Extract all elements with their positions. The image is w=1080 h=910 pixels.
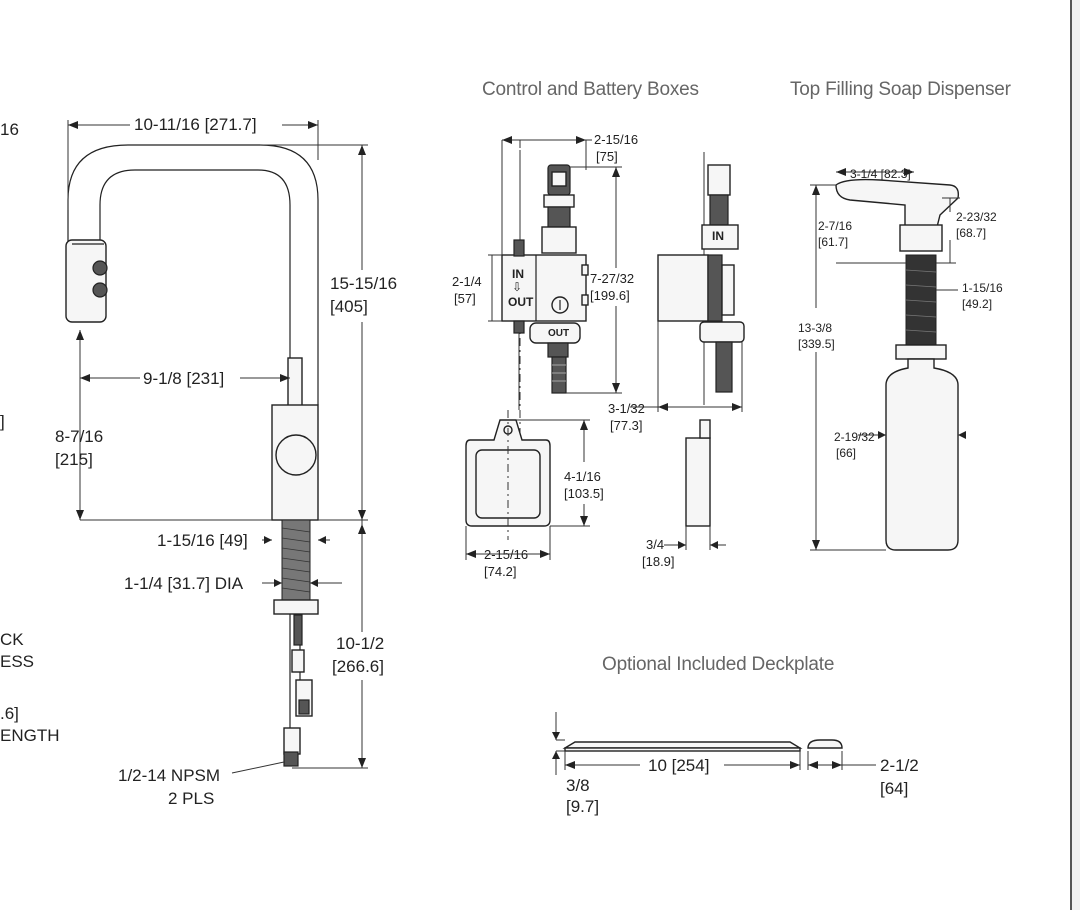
battery-depth-label: 3/4	[646, 537, 665, 552]
soap-total-height-label: 13-3/8	[798, 321, 833, 335]
soap-dispenser-drawing	[810, 168, 966, 551]
title-deckplate: Optional Included Deckplate	[602, 654, 835, 675]
deckplate-drawing	[552, 712, 876, 775]
faucet-below-metric: [266.6]	[332, 657, 384, 676]
faucet-below-label: 10-1/2	[336, 634, 385, 653]
faucet-height-label: 15-15/16	[330, 274, 398, 293]
faucet-reach-label: 10-11/16 [271.7]	[134, 115, 257, 134]
control-width-metric: [75]	[596, 149, 618, 164]
soap-head-height-metric: [61.7]	[818, 235, 849, 249]
deckplate-width-metric: [64]	[880, 779, 909, 798]
control-box-height-metric: [57]	[454, 291, 476, 306]
deckplate-thickness-label: 3/8	[566, 776, 590, 795]
control-box-height-label: 2-1/4	[452, 274, 482, 289]
edge-text-6: ENGTH	[0, 726, 60, 745]
soap-top-width-label: 3-1/4 [82.3]	[850, 167, 911, 181]
edge-text-3: CK	[0, 630, 24, 649]
deckplate-length-label: 10 [254]	[648, 756, 710, 775]
faucet-npsm-label: 1/2-14 NPSM	[118, 766, 221, 785]
battery-height-label: 4-1/16	[564, 469, 601, 484]
control-side-view	[630, 152, 745, 412]
battery-side-view	[664, 419, 726, 550]
battery-height-metric: [103.5]	[564, 486, 604, 501]
control-side-in-label: IN	[712, 229, 724, 243]
soap-shank-label: 1-15/16	[962, 281, 1003, 295]
battery-width-label: 2-15/16	[484, 547, 529, 562]
window-scrollbar-edge[interactable]	[1070, 0, 1080, 910]
control-in-label: IN	[512, 267, 524, 281]
soap-bottle-width-label: 2-19/32	[834, 430, 875, 444]
control-out-label: OUT	[508, 295, 534, 309]
battery-depth-metric: [18.9]	[642, 554, 675, 569]
deckplate-width-label: 2-1/2	[880, 756, 919, 775]
faucet-shank-label: 1-1/4 [31.7] DIA	[124, 574, 244, 593]
soap-neck-label: 2-23/32	[956, 210, 997, 224]
faucet-spout-height-label: 8-7/16	[55, 427, 104, 446]
title-soap-dispenser: Top Filling Soap Dispenser	[790, 79, 1011, 100]
control-height-metric: [199.6]	[590, 288, 630, 303]
soap-shank-metric: [49.2]	[962, 297, 993, 311]
control-side-depth-metric: [77.3]	[610, 418, 643, 433]
control-height-label: 7-27/32	[590, 271, 635, 286]
edge-text-4: ESS	[0, 652, 35, 671]
battery-box-drawing	[465, 410, 590, 560]
battery-width-metric: [74.2]	[484, 564, 517, 579]
control-flow-arrow: ⇩	[512, 280, 523, 294]
soap-total-height-metric: [339.5]	[798, 337, 835, 351]
faucet-height-metric: [405]	[330, 297, 368, 316]
edge-text-5: .6]	[0, 704, 19, 723]
edge-text-2: ]	[0, 412, 5, 431]
faucet-npsm-count: 2 PLS	[168, 789, 215, 808]
control-box-drawing	[488, 136, 622, 520]
faucet-base-label: 1-15/16 [49]	[157, 531, 248, 550]
title-control-boxes: Control and Battery Boxes	[482, 79, 699, 100]
soap-bottle-width-metric: [66]	[836, 446, 857, 460]
deckplate-thickness-metric: [9.7]	[566, 797, 600, 816]
control-out-fitting-label: OUT	[548, 328, 570, 339]
soap-head-height-label: 2-7/16	[818, 219, 853, 233]
faucet-spout-height-metric: [215]	[55, 450, 93, 469]
control-side-depth-label: 3-1/32	[608, 401, 645, 416]
faucet-drawing	[65, 120, 368, 774]
edge-text-1: 16	[0, 120, 19, 139]
faucet-spout-label: 9-1/8 [231]	[143, 369, 225, 388]
control-width-label: 2-15/16	[594, 132, 639, 147]
soap-neck-metric: [68.7]	[956, 226, 987, 240]
